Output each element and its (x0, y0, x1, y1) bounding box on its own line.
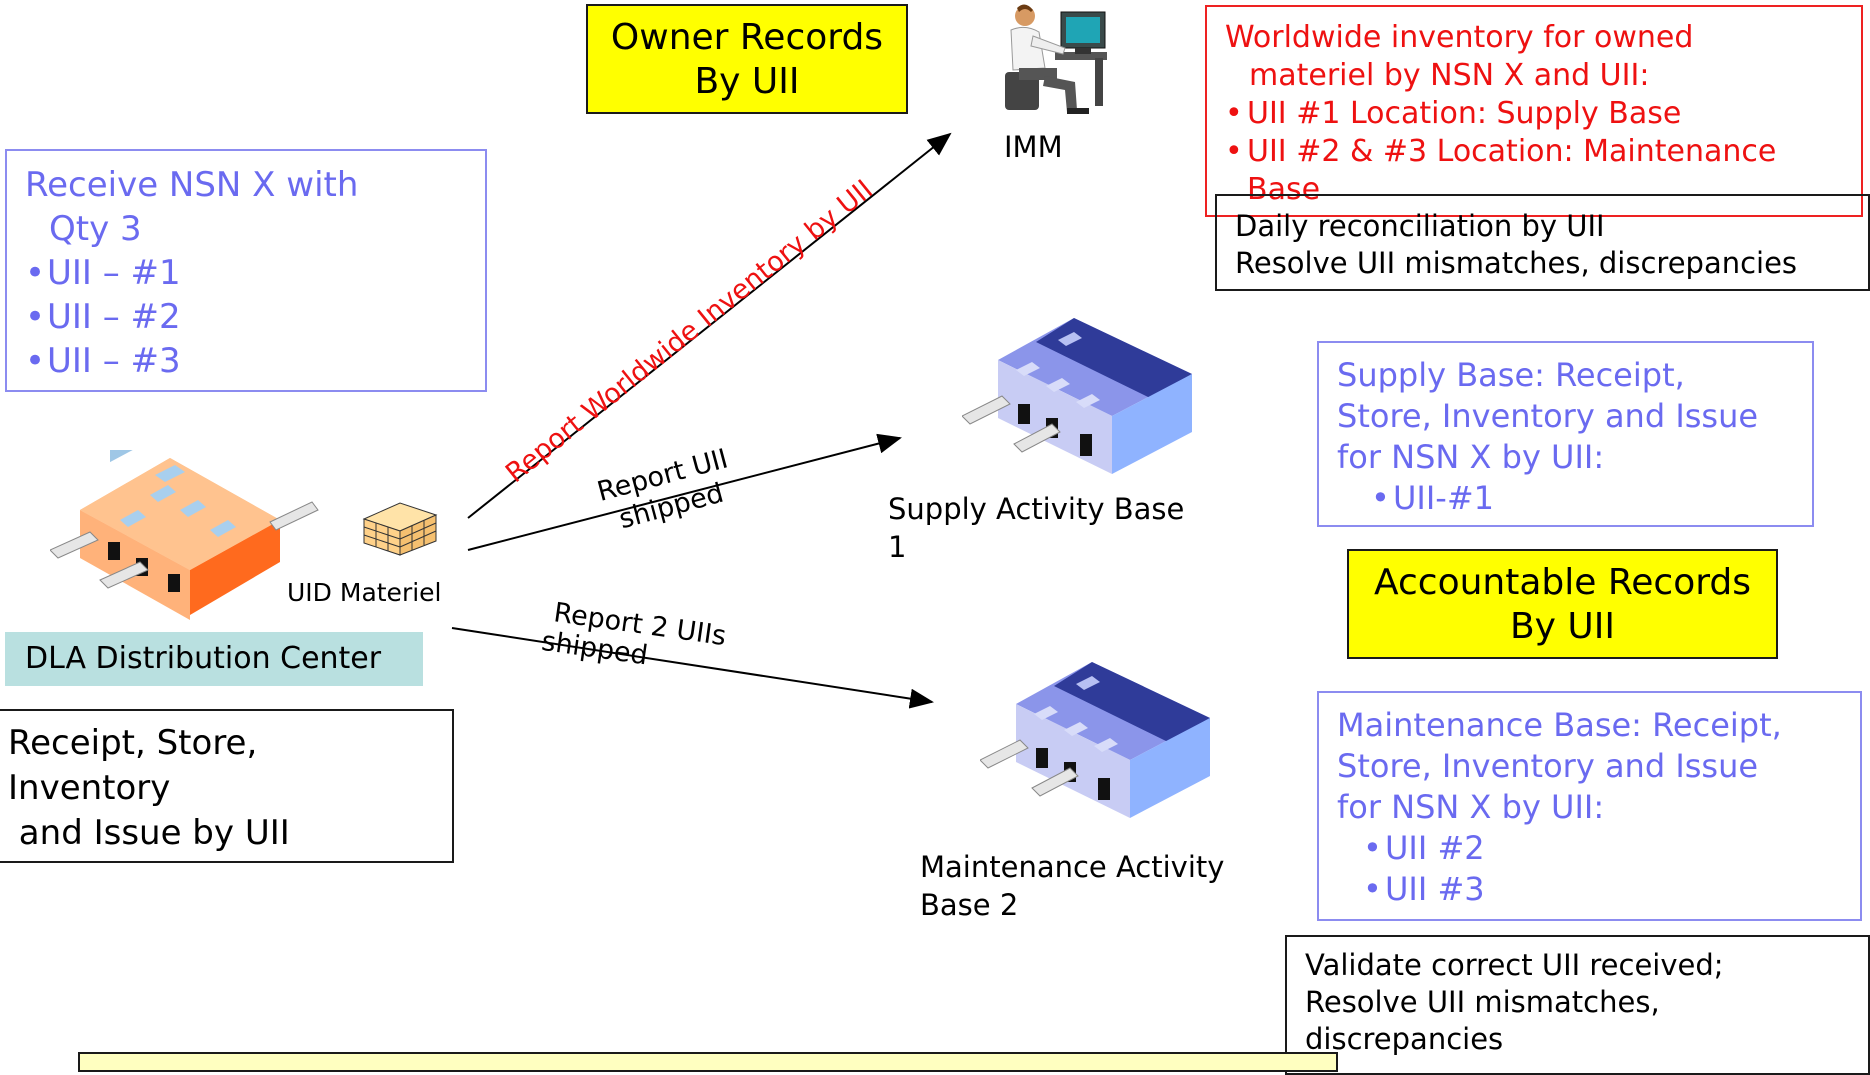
arrow-to-maintenance (451, 627, 934, 709)
maint-box-line1: Maintenance Base: Receipt, (1337, 706, 1782, 744)
validate-line2: Resolve UII mismatches, (1305, 985, 1660, 1019)
supply-base-line2: 1 (888, 530, 907, 564)
dla-desc-line3: and Issue by UII (8, 813, 290, 853)
accountable-line1: Accountable Records (1374, 562, 1751, 603)
worldwide-title-line2: materiel by NSN X and UII: (1249, 58, 1650, 93)
uid-materiel-label: UID Materiel (287, 578, 442, 607)
receive-uii-item: •UII – #3 (25, 341, 181, 381)
accountable-records-box: Accountable Records By UII (1347, 549, 1778, 659)
uid-materiel-crate-icon (362, 502, 438, 556)
receive-line2: Qty 3 (49, 209, 142, 249)
dla-desc-line1: Receipt, Store, (8, 723, 258, 763)
dla-warehouse-icon (50, 450, 319, 620)
daily-line1: Daily reconciliation by UII (1235, 209, 1605, 243)
worldwide-item: Base (1247, 172, 1321, 207)
accountable-line2: By UII (1509, 606, 1616, 647)
supply-uii-item: •UII-#1 (1371, 479, 1495, 517)
worldwide-item: •UII #1 Location: Supply Base (1225, 96, 1682, 131)
maintenance-base-box: Maintenance Base: Receipt, Store, Invent… (1317, 691, 1862, 921)
arrow-to-supply (467, 433, 902, 551)
maint-base-line2: Base 2 (920, 888, 1019, 922)
maint-uii-item: •UII #2 (1363, 829, 1485, 867)
receive-uii-item: •UII – #1 (25, 253, 181, 293)
maintenance-base-label: Maintenance Activity Base 2 (920, 848, 1224, 924)
dla-center-text: DLA Distribution Center (25, 641, 382, 676)
owner-records-line2: By UII (694, 61, 800, 102)
maint-box-line3: for NSN X by UII: (1337, 788, 1605, 826)
owner-records-line1: Owner Records (610, 17, 884, 58)
dla-description-box: Receipt, Store, Inventory and Issue by U… (0, 709, 454, 863)
maint-base-line1: Maintenance Activity (920, 850, 1225, 884)
validate-line3: discrepancies (1305, 1022, 1504, 1056)
bottom-banner (78, 1052, 1338, 1072)
validate-box: Validate correct UII received; Resolve U… (1285, 935, 1870, 1075)
supply-base-label: Supply Activity Base 1 (888, 490, 1184, 566)
supply-box-line1: Supply Base: Receipt, (1337, 356, 1685, 394)
dla-center-label: DLA Distribution Center (5, 632, 423, 686)
maintenance-warehouse-icon (980, 662, 1210, 818)
owner-records-box: Owner Records By UII (586, 4, 908, 114)
receive-line1: Receive NSN X with (25, 165, 359, 205)
receive-nsn-box: Receive NSN X with Qty 3 •UII – #1 •UII … (5, 149, 487, 392)
supply-base-box: Supply Base: Receipt, Store, Inventory a… (1317, 341, 1814, 527)
validate-line1: Validate correct UII received; (1305, 948, 1724, 982)
supply-box-line3: for NSN X by UII: (1337, 438, 1605, 476)
imm-label: IMM (1004, 130, 1063, 164)
imm-person-computer-icon (1005, 4, 1107, 114)
maint-box-line2: Store, Inventory and Issue (1337, 747, 1759, 785)
receive-uii-item: •UII – #2 (25, 297, 181, 337)
worldwide-title-line1: Worldwide inventory for owned (1225, 20, 1694, 55)
worldwide-inventory-box: Worldwide inventory for owned materiel b… (1205, 5, 1863, 217)
arrow-to-imm (467, 132, 952, 519)
daily-line2: Resolve UII mismatches, discrepancies (1235, 246, 1798, 280)
supply-box-line2: Store, Inventory and Issue (1337, 397, 1759, 435)
maint-uii-item: •UII #3 (1363, 870, 1485, 908)
supply-warehouse-icon (962, 318, 1192, 474)
supply-base-line1: Supply Activity Base (888, 492, 1185, 526)
daily-reconciliation-box: Daily reconciliation by UII Resolve UII … (1215, 194, 1870, 291)
dla-desc-line2: Inventory (8, 768, 171, 808)
worldwide-item: •UII #2 & #3 Location: Maintenance (1225, 134, 1777, 169)
